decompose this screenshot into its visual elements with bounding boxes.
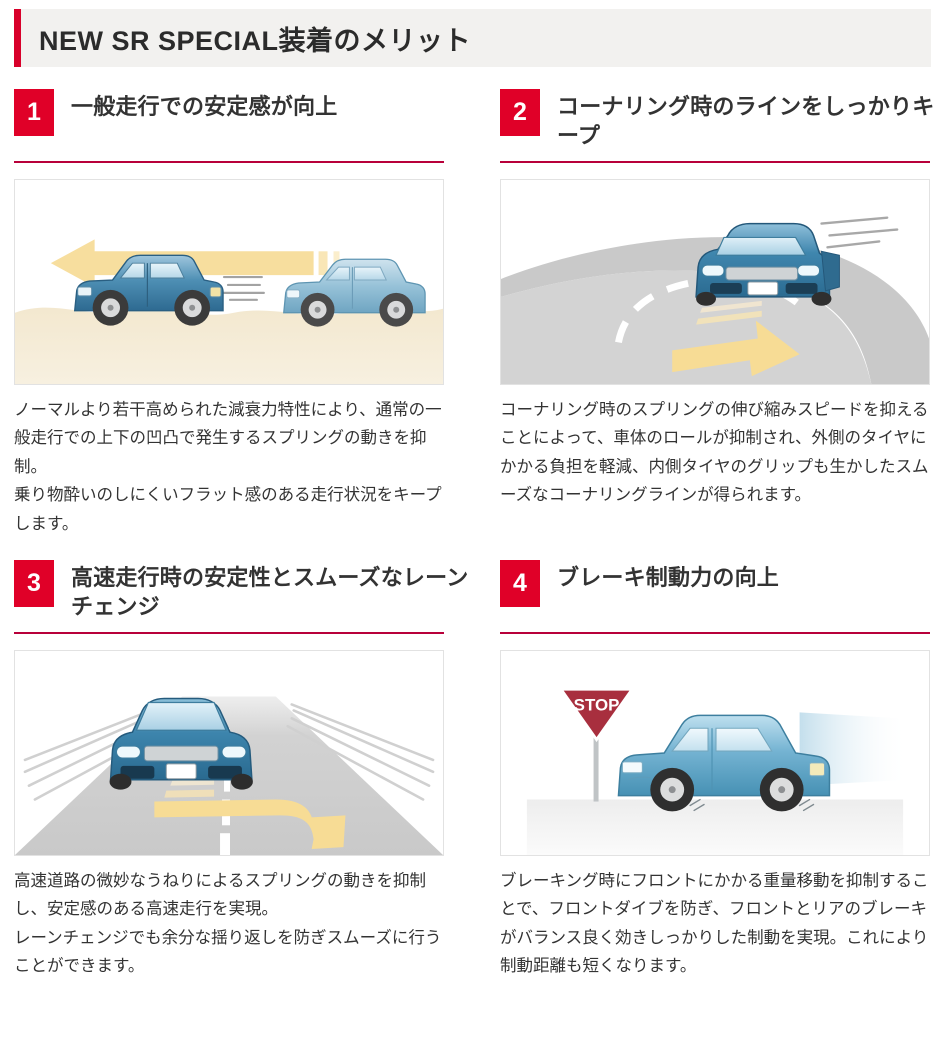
panel-divider	[500, 161, 930, 163]
panel-heading-row: 2 コーナリング時のラインをしっかりキープ	[500, 89, 945, 151]
illustration-braking-stop-sign: STOP	[501, 650, 929, 855]
panel-divider	[14, 161, 444, 163]
panel-body-text: ノーマルより若干高められた減衰力特性により、通常の一般走行での上下の凹凸で発生す…	[14, 396, 446, 538]
panel-heading: 高速走行時の安定性とスムーズなレーンチェンジ	[71, 564, 469, 619]
panel-heading: ブレーキ制動力の向上	[557, 564, 780, 590]
panel-body-text: コーナリング時のスプリングの伸び縮みスピードを抑えることによって、車体のロールが…	[500, 396, 932, 510]
panel-number-badge: 2	[500, 89, 540, 136]
panel-heading: 一般走行での安定感が向上	[71, 94, 338, 119]
merit-panel-1: 1 一般走行での安定感が向上	[14, 67, 486, 538]
panel-figure-car-front-view-lane-change	[14, 649, 444, 856]
illustration-lane-change	[15, 650, 443, 855]
body-paragraph: 高速道路の微妙なうねりによるスプリングの動きを抑制し、安定感のある高速走行を実現…	[14, 871, 427, 919]
panel-number-badge: 1	[14, 89, 54, 136]
body-paragraph: 乗り物酔いのしにくいフラット感のある走行状況をキープします。	[14, 486, 442, 533]
panel-body-text: 高速道路の微妙なうねりによるスプリングの動きを抑制し、安定感のある高速走行を実現…	[14, 867, 446, 981]
panel-figure-car-cornering-curved-road	[500, 179, 930, 385]
merit-page: NEW SR SPECIAL装着のメリット 1 一般走行での安定感が向上	[0, 9, 945, 1056]
body-paragraph: ブレーキング時にフロントにかかる重量移動を抑制することで、フロントダイブを防ぎ、…	[500, 871, 929, 975]
panel-divider	[500, 631, 930, 634]
panel-number-badge: 3	[14, 559, 54, 607]
panel-heading-row: 4 ブレーキ制動力の向上	[500, 559, 945, 622]
body-paragraph: ノーマルより若干高められた減衰力特性により、通常の一般走行での上下の凹凸で発生す…	[14, 401, 442, 476]
panel-heading-row: 1 一般走行での安定感が向上	[14, 89, 486, 151]
page-header: NEW SR SPECIAL装着のメリット	[14, 9, 931, 67]
illustration-two-cars-bumpy-road	[15, 180, 443, 384]
panel-figure-two-cars-side-view-bumpy-road	[14, 179, 444, 385]
body-paragraph: コーナリング時のスプリングの伸び縮みスピードを抑えることによって、車体のロールが…	[500, 401, 929, 505]
stop-sign-label: STOP	[574, 695, 620, 714]
panel-figure-car-braking-stop-sign: STOP	[500, 649, 930, 856]
merit-panel-4: 4 ブレーキ制動力の向上	[486, 538, 945, 981]
merit-panel-2: 2 コーナリング時のラインをしっかりキープ	[486, 67, 945, 538]
car-left	[73, 254, 224, 326]
illustration-car-cornering	[501, 180, 929, 384]
car-braking	[617, 714, 831, 812]
car-right	[283, 258, 426, 327]
page-title: NEW SR SPECIAL装着のメリット	[39, 25, 472, 56]
body-paragraph: レーンチェンジでも余分な揺り返しを防ぎスムーズに行うことができます。	[14, 928, 442, 975]
panel-body-text: ブレーキング時にフロントにかかる重量移動を抑制することで、フロントダイブを防ぎ、…	[500, 867, 932, 981]
car-cornering	[695, 222, 840, 306]
stop-sign-icon: STOP	[558, 686, 635, 802]
panel-divider	[14, 631, 444, 634]
merit-grid: 1 一般走行での安定感が向上	[14, 67, 934, 981]
merit-panel-3: 3 高速走行時の安定性とスムーズなレーンチェンジ	[14, 538, 486, 981]
car-front	[109, 697, 253, 790]
panel-heading: コーナリング時のラインをしっかりキープ	[557, 94, 935, 149]
panel-number-badge: 4	[500, 559, 540, 607]
panel-heading-row: 3 高速走行時の安定性とスムーズなレーンチェンジ	[14, 559, 486, 622]
